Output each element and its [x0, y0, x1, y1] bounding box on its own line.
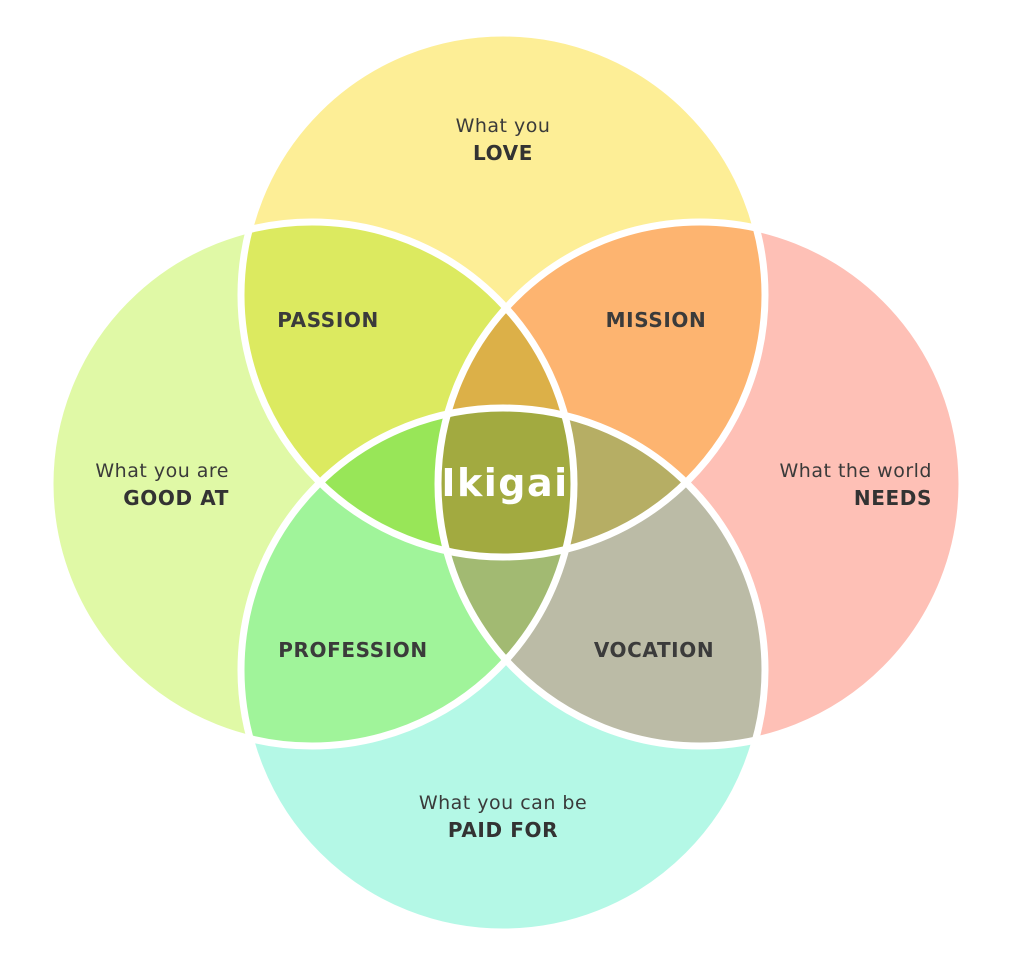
ikigai-label: Ikigai [441, 461, 568, 505]
vocation-label: VOCATION [594, 638, 714, 662]
outline-paid-for [237, 404, 769, 936]
passion-label: PASSION [277, 308, 379, 332]
outline-love [237, 29, 769, 561]
paid-for-title: PAID FOR [448, 818, 558, 842]
needs-caption: What the world [780, 460, 933, 482]
mission-label: MISSION [606, 308, 707, 332]
good-at-caption: What you are [95, 460, 229, 482]
paid-for-caption: What you can be [419, 792, 587, 814]
love-caption: What you [456, 115, 551, 137]
needs-title: NEEDS [854, 486, 932, 510]
good-at-title: GOOD AT [123, 486, 229, 510]
outline-needs [434, 218, 966, 750]
love-title: LOVE [473, 141, 533, 165]
outline-good-at [46, 218, 578, 750]
profession-label: PROFESSION [278, 638, 427, 662]
